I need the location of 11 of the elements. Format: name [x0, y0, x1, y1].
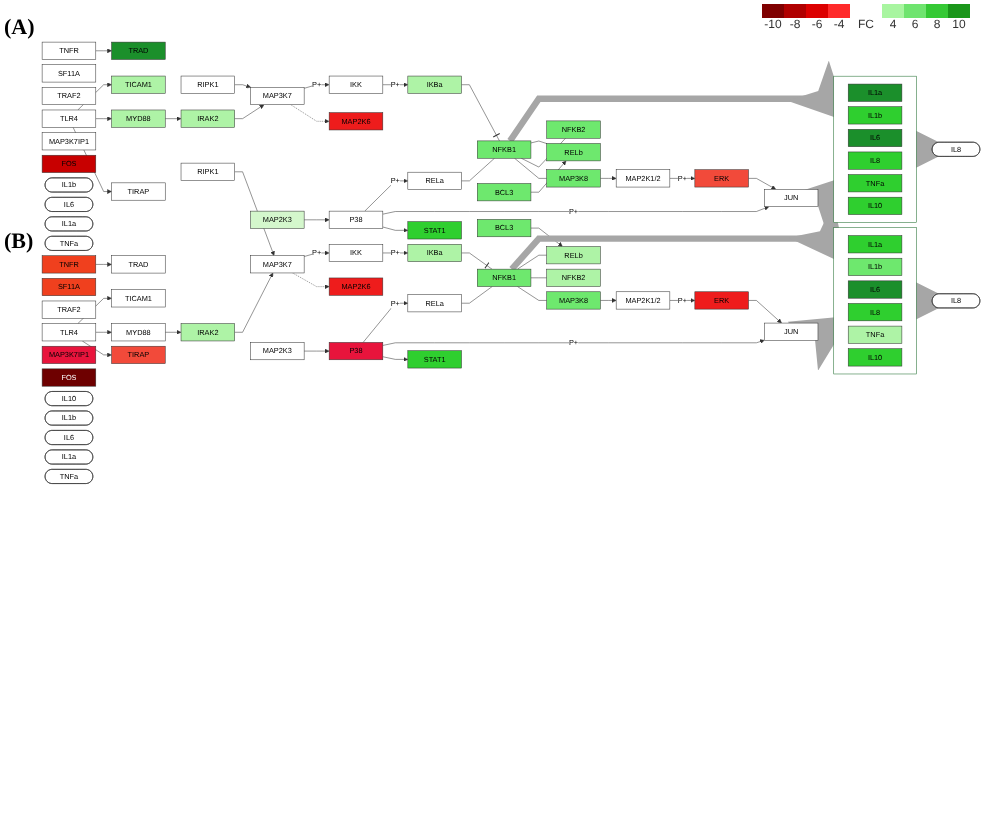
- cluster: [833, 227, 917, 375]
- connector: [514, 158, 547, 179]
- connector: [530, 277, 547, 279]
- connector: [517, 286, 547, 301]
- connector: [461, 158, 495, 182]
- connector: [530, 140, 547, 144]
- cluster: [833, 75, 917, 223]
- panel-label: (A): [4, 16, 35, 41]
- panel-label: (B): [4, 229, 34, 254]
- connector: [517, 254, 547, 270]
- connector: [461, 286, 493, 304]
